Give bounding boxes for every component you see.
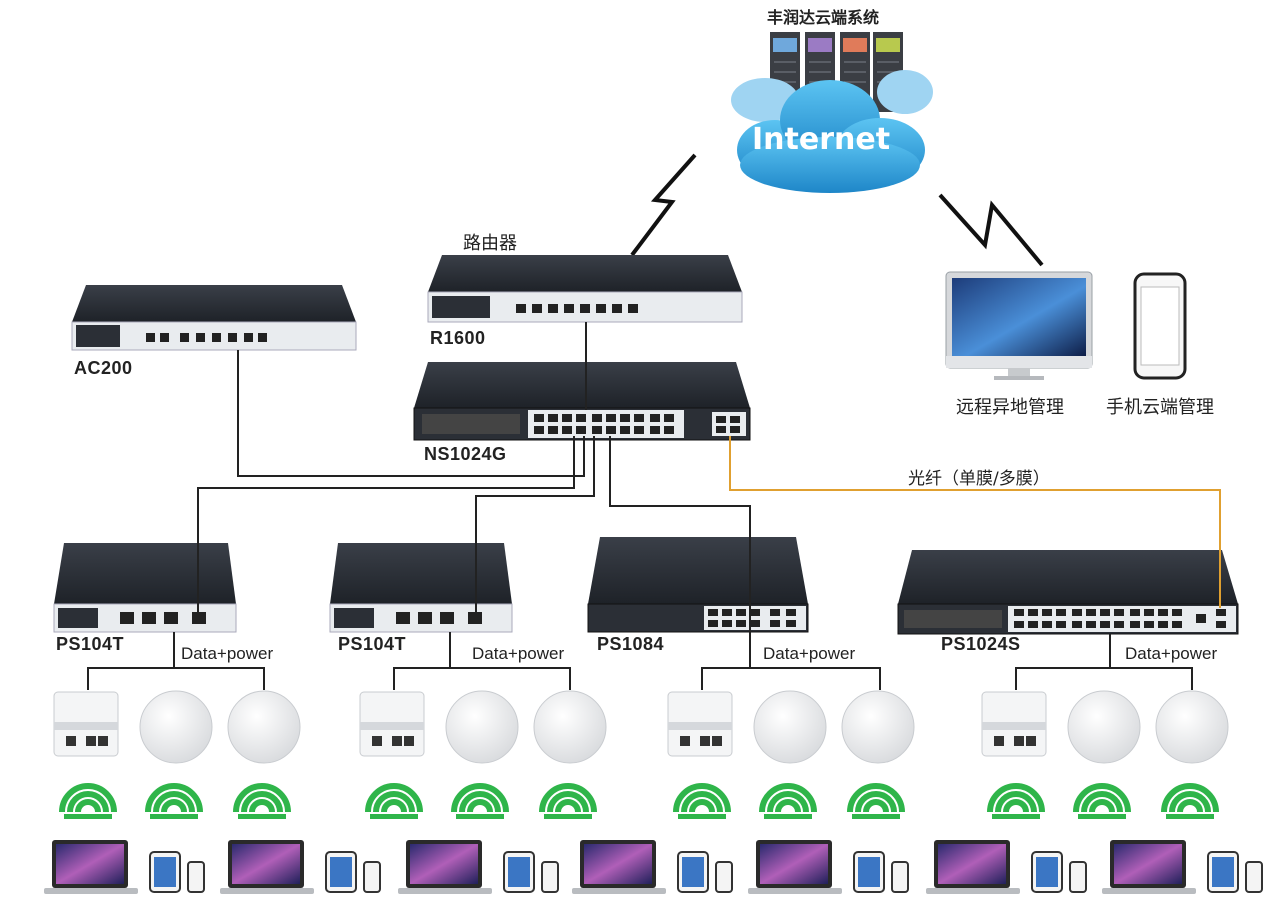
router-model-label: R1600 xyxy=(430,328,486,348)
laptop-icon xyxy=(220,840,314,894)
wireless-link-icon xyxy=(938,193,1044,267)
wifi-icon xyxy=(759,783,817,819)
access-switch-2-model: PS104T xyxy=(338,634,407,654)
access-switch-ps1024s xyxy=(897,550,1239,635)
phone-icon xyxy=(1245,861,1263,893)
wall-plate-ap-icon xyxy=(667,691,733,757)
fiber-label: 光纤（单膜/多膜） xyxy=(908,469,1050,489)
internet-label: Internet xyxy=(752,122,891,157)
wifi-signals xyxy=(59,783,1219,819)
access-switch-ps1084 xyxy=(587,537,809,633)
ceiling-ap-icon xyxy=(227,690,301,764)
wifi-icon xyxy=(673,783,731,819)
wifi-icon xyxy=(987,783,1045,819)
controller-ac200 xyxy=(71,285,357,351)
wifi-icon xyxy=(847,783,905,819)
access-switch-3-model: PS1084 xyxy=(597,634,665,654)
ceiling-ap-icon xyxy=(533,690,607,764)
laptop-icon xyxy=(572,840,666,894)
laptop-icon xyxy=(44,840,138,894)
wall-plate-ap-icon xyxy=(359,691,425,757)
laptop-icon xyxy=(1102,840,1196,894)
core-switch-ns1024g xyxy=(413,362,751,441)
tablet-icon xyxy=(677,851,709,893)
wifi-icon xyxy=(451,783,509,819)
client-devices xyxy=(44,840,1263,894)
ceiling-ap-icon xyxy=(1155,690,1229,764)
network-cables xyxy=(87,322,1193,690)
wifi-icon xyxy=(59,783,117,819)
phone-icon xyxy=(363,861,381,893)
phone-icon xyxy=(715,861,733,893)
access-switch-1-model: PS104T xyxy=(56,634,125,654)
tablet-icon xyxy=(325,851,357,893)
tablet-icon xyxy=(149,851,181,893)
router-r1600 xyxy=(427,255,743,323)
wifi-icon xyxy=(233,783,291,819)
phone-icon xyxy=(1069,861,1087,893)
desktop-monitor xyxy=(945,271,1093,380)
wifi-icon xyxy=(1073,783,1131,819)
ceiling-ap-icon xyxy=(139,690,213,764)
tablet-icon xyxy=(1207,851,1239,893)
wifi-icon xyxy=(145,783,203,819)
laptop-icon xyxy=(748,840,842,894)
access-switch-ps104t-b xyxy=(329,543,513,633)
wall-plate-ap-icon xyxy=(981,691,1047,757)
fiber-link xyxy=(729,436,1221,608)
laptop-icon xyxy=(926,840,1020,894)
access-switch-1-tag: Data+power xyxy=(181,644,274,663)
core-switch-model-label: NS1024G xyxy=(424,444,507,464)
wireless-link-icon xyxy=(630,153,697,257)
router-caption: 路由器 xyxy=(463,233,517,254)
wifi-icon xyxy=(1161,783,1219,819)
phone-icon xyxy=(891,861,909,893)
ac-model-label: AC200 xyxy=(74,358,133,378)
laptop-icon xyxy=(398,840,492,894)
access-switch-4-model: PS1024S xyxy=(941,634,1021,654)
wifi-icon xyxy=(365,783,423,819)
server-rack xyxy=(770,32,903,112)
access-switch-3-tag: Data+power xyxy=(763,644,856,663)
wifi-icon xyxy=(539,783,597,819)
smartphone xyxy=(1133,272,1187,380)
desktop-management-label: 远程异地管理 xyxy=(956,397,1064,418)
tablet-icon xyxy=(1031,851,1063,893)
tablet-icon xyxy=(853,851,885,893)
phone-icon xyxy=(541,861,559,893)
access-switch-4-tag: Data+power xyxy=(1125,644,1218,663)
cloud-shape xyxy=(731,70,933,193)
access-points xyxy=(53,690,1229,764)
phone-icon xyxy=(187,861,205,893)
ceiling-ap-icon xyxy=(753,690,827,764)
ceiling-ap-icon xyxy=(445,690,519,764)
access-switch-ps104t-a xyxy=(53,543,237,633)
internet-cloud xyxy=(731,32,933,193)
cloud-system-title: 丰润达云端系统 xyxy=(767,8,880,27)
ceiling-ap-icon xyxy=(1067,690,1141,764)
ceiling-ap-icon xyxy=(841,690,915,764)
wall-plate-ap-icon xyxy=(53,691,119,757)
phone-management-label: 手机云端管理 xyxy=(1106,397,1214,418)
tablet-icon xyxy=(503,851,535,893)
access-switch-2-tag: Data+power xyxy=(472,644,565,663)
